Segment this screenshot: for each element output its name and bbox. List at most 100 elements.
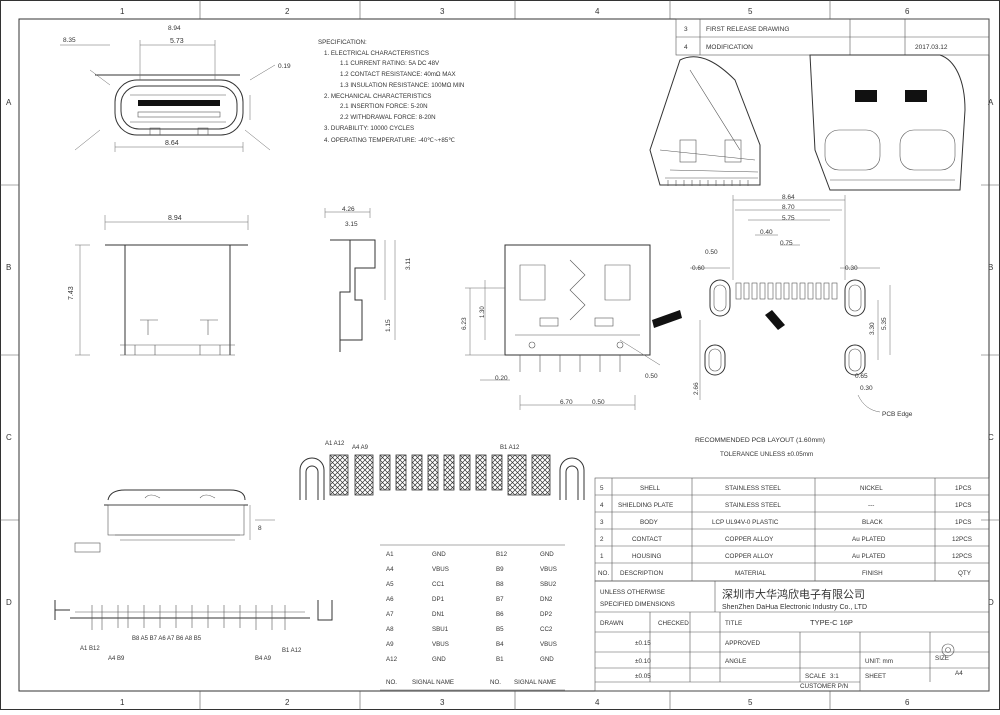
svg-text:8: 8: [258, 525, 262, 532]
svg-text:3: 3: [600, 519, 604, 526]
svg-text:CUSTOMER P/N: CUSTOMER P/N: [800, 683, 849, 690]
svg-text:DN1: DN1: [432, 611, 445, 618]
svg-text:A1: A1: [386, 551, 394, 558]
row-c: C: [6, 433, 12, 442]
svg-text:0.30: 0.30: [845, 265, 858, 272]
svg-text:1.1 CURRENT RATING: 5A DC 48V: 1.1 CURRENT RATING: 5A DC 48V: [340, 60, 440, 67]
svg-text:B1 A12: B1 A12: [282, 648, 302, 654]
svg-text:SBU2: SBU2: [540, 581, 557, 588]
svg-text:ANGLE: ANGLE: [725, 658, 746, 665]
svg-text:B4 A9: B4 A9: [255, 656, 272, 662]
svg-text:12PCS: 12PCS: [952, 536, 972, 543]
svg-text:1PCS: 1PCS: [955, 485, 971, 492]
svg-text:VBUS: VBUS: [432, 641, 449, 648]
svg-text:DN2: DN2: [540, 596, 553, 603]
dim-front-bottom: 8.64: [165, 140, 179, 147]
svg-text:GND: GND: [432, 551, 446, 558]
svg-text:VBUS: VBUS: [540, 641, 557, 648]
svg-text:0.20: 0.20: [495, 375, 508, 382]
svg-text:2. MECHANICAL CHARACTERISTICS: 2. MECHANICAL CHARACTERISTICS: [324, 93, 431, 100]
svg-text:3:1: 3:1: [830, 673, 839, 680]
part-title: TYPE-C 16P: [810, 618, 853, 627]
title-block: UNLESS OTHERWISE SPECIFIED DIMENSIONS 深圳…: [594, 580, 990, 692]
layout-subtitle: TOLERANCE UNLESS ±0.05mm: [720, 451, 813, 458]
svg-text:VBUS: VBUS: [432, 566, 449, 573]
svg-text:CC2: CC2: [540, 626, 553, 633]
svg-text:B7: B7: [496, 596, 504, 603]
col-6: 6: [905, 7, 910, 16]
svg-text:Au PLATED: Au PLATED: [852, 536, 886, 543]
svg-text:DP1: DP1: [432, 596, 445, 603]
pcb-layout: 8.64 8.70 5.75 0.40 0.75 0.50 0.60 0.30: [652, 194, 913, 458]
svg-text:UNLESS OTHERWISE: UNLESS OTHERWISE: [600, 589, 665, 596]
revision-block: 3 FIRST RELEASE DRAWING 4 MODIFICATION 2…: [675, 18, 990, 56]
svg-text:A12: A12: [386, 656, 398, 663]
svg-text:0.75: 0.75: [780, 240, 793, 247]
iso-view-right: [809, 54, 966, 191]
dim-front-inner: 5.73: [170, 38, 184, 45]
svg-text:SPECIFIED DIMENSIONS: SPECIFIED DIMENSIONS: [600, 601, 675, 608]
svg-text:DRAWN: DRAWN: [600, 620, 624, 627]
svg-text:UNIT: mm: UNIT: mm: [865, 658, 893, 665]
svg-text:B1: B1: [496, 656, 504, 663]
svg-text:NO.: NO.: [386, 679, 397, 686]
svg-text:SPECIFICATION:: SPECIFICATION:: [318, 39, 367, 46]
side-view: 8.94 7.43: [68, 215, 249, 356]
svg-text:A7: A7: [386, 611, 394, 618]
svg-text:SCALE: SCALE: [805, 673, 826, 680]
svg-text:1.15: 1.15: [385, 319, 392, 332]
dim-pcb-width: 6.70: [560, 399, 573, 406]
column-markers: 1 2 3 4 5 6 1 2 3 4 5 6: [120, 7, 910, 707]
svg-text:COPPER ALLOY: COPPER ALLOY: [725, 536, 774, 543]
svg-text:1.30: 1.30: [480, 306, 486, 318]
svg-text:STAINLESS STEEL: STAINLESS STEEL: [725, 485, 781, 492]
front-view: 8.64 5.73 8.94 8.35 0.19: [60, 25, 291, 152]
svg-text:FINISH: FINISH: [862, 570, 883, 577]
profile-view: 4.26 3.15 3.11 1.15: [324, 206, 412, 352]
svg-text:5.35: 5.35: [881, 317, 888, 330]
svg-text:Au PLATED: Au PLATED: [852, 553, 886, 560]
col-3: 3: [440, 7, 445, 16]
svg-text:A1 A12: A1 A12: [325, 441, 345, 447]
svg-text:A1 B12: A1 B12: [80, 646, 100, 652]
svg-text:CHECKED: CHECKED: [658, 620, 689, 627]
svg-text:1: 1: [600, 553, 604, 560]
svg-text:0.30: 0.30: [860, 385, 873, 392]
svg-text:4: 4: [684, 44, 688, 51]
svg-text:2.66: 2.66: [693, 382, 700, 395]
svg-text:0.65: 0.65: [855, 373, 868, 380]
row-a-r: A: [988, 98, 994, 107]
svg-text:±0.10: ±0.10: [635, 658, 651, 665]
svg-text:---: ---: [868, 502, 874, 509]
svg-text:STAINLESS STEEL: STAINLESS STEEL: [725, 502, 781, 509]
bottom-side-view: 8: [74, 489, 275, 553]
row-b: B: [6, 263, 11, 272]
svg-text:2017.03.12: 2017.03.12: [915, 44, 948, 51]
svg-text:1. ELECTRICAL CHARACTERISTICS: 1. ELECTRICAL CHARACTERISTICS: [324, 50, 429, 57]
svg-text:SBU1: SBU1: [432, 626, 449, 633]
col-5: 5: [748, 7, 753, 16]
col-1b: 1: [120, 698, 125, 707]
svg-text:3.11: 3.11: [405, 257, 412, 270]
svg-text:±0.15: ±0.15: [635, 640, 651, 647]
svg-text:GND: GND: [540, 551, 554, 558]
svg-text:A9: A9: [386, 641, 394, 648]
svg-text:QTY: QTY: [958, 570, 972, 577]
svg-text:8.64: 8.64: [782, 194, 795, 201]
svg-text:CONTACT: CONTACT: [632, 536, 662, 543]
svg-text:A4 B9: A4 B9: [108, 656, 125, 662]
svg-text:1PCS: 1PCS: [955, 502, 971, 509]
svg-text:4: 4: [600, 502, 604, 509]
svg-text:1.2 CONTACT RESISTANCE: 40mΩ M: 1.2 CONTACT RESISTANCE: 40mΩ MAX: [340, 71, 456, 78]
contact-sections: A1 A12 A4 A9 B1 A12: [299, 441, 585, 500]
svg-text:1.3 INSULATION RESISTANCE: 100: 1.3 INSULATION RESISTANCE: 100MΩ MIN: [340, 82, 464, 89]
svg-text:NICKEL: NICKEL: [860, 485, 883, 492]
svg-text:3. DURABILITY: 10000 CYCLES: 3. DURABILITY: 10000 CYCLES: [324, 125, 414, 132]
row-markers: A B C D A B C D: [6, 98, 994, 607]
svg-text:DP2: DP2: [540, 611, 553, 618]
dim-front-top: 8.94: [168, 25, 181, 32]
svg-text:A6: A6: [386, 596, 394, 603]
svg-text:FIRST RELEASE DRAWING: FIRST RELEASE DRAWING: [706, 26, 789, 33]
